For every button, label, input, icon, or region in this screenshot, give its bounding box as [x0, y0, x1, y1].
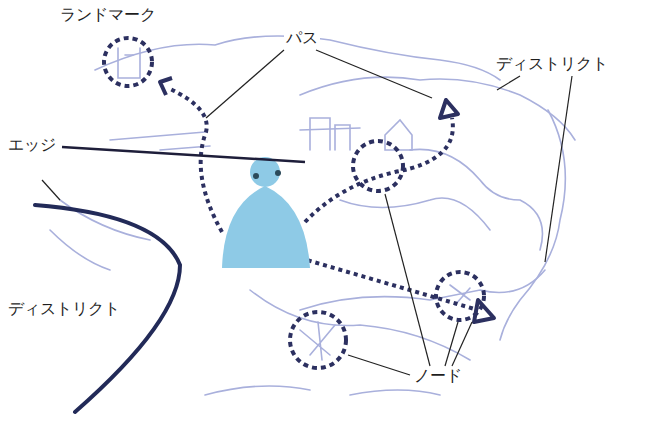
node-circle [353, 141, 403, 191]
district-label: ディストリクト [6, 300, 122, 318]
district-leader [497, 76, 520, 90]
person-eye [253, 173, 259, 179]
path-arrows [168, 88, 478, 310]
district-leader [42, 180, 60, 200]
path-arrow [305, 118, 453, 222]
path-label: パス [284, 29, 320, 47]
person-head [250, 157, 280, 187]
landmark-building [118, 48, 140, 78]
crossing-lines [450, 285, 470, 305]
node-leader [452, 322, 472, 366]
person-body [222, 186, 310, 268]
street-line [110, 128, 360, 150]
node-leader [445, 322, 458, 366]
node-leader [348, 355, 410, 375]
coast-line [50, 200, 150, 270]
person-eye [275, 170, 281, 176]
district-leader [545, 76, 572, 262]
sketch-lines [50, 36, 575, 395]
landmark-circle [104, 38, 152, 86]
landmark-label: ランドマーク [58, 6, 158, 24]
arrowhead [160, 78, 172, 95]
leader-lines [42, 50, 572, 375]
road-line [340, 198, 490, 230]
district-label: ディストリクト [494, 55, 610, 73]
arrowhead [474, 300, 494, 322]
ground-line [205, 386, 440, 395]
road-line [300, 270, 545, 310]
node-circles [104, 38, 484, 368]
district-boundary [500, 110, 565, 340]
crossing-lines [300, 322, 335, 360]
person-figure [222, 157, 310, 268]
node-leader [385, 194, 430, 366]
arrowhead [440, 100, 458, 118]
path-arrow [168, 88, 222, 232]
path-leader [206, 50, 284, 118]
road-line [250, 290, 470, 360]
path-leader [316, 50, 432, 98]
edge-leader [62, 147, 305, 162]
mountain-line [300, 77, 575, 140]
edge-label: エッジ [6, 136, 58, 154]
node-circle [290, 312, 346, 368]
path-arrow [300, 258, 478, 310]
node-label: ノード [412, 367, 464, 385]
